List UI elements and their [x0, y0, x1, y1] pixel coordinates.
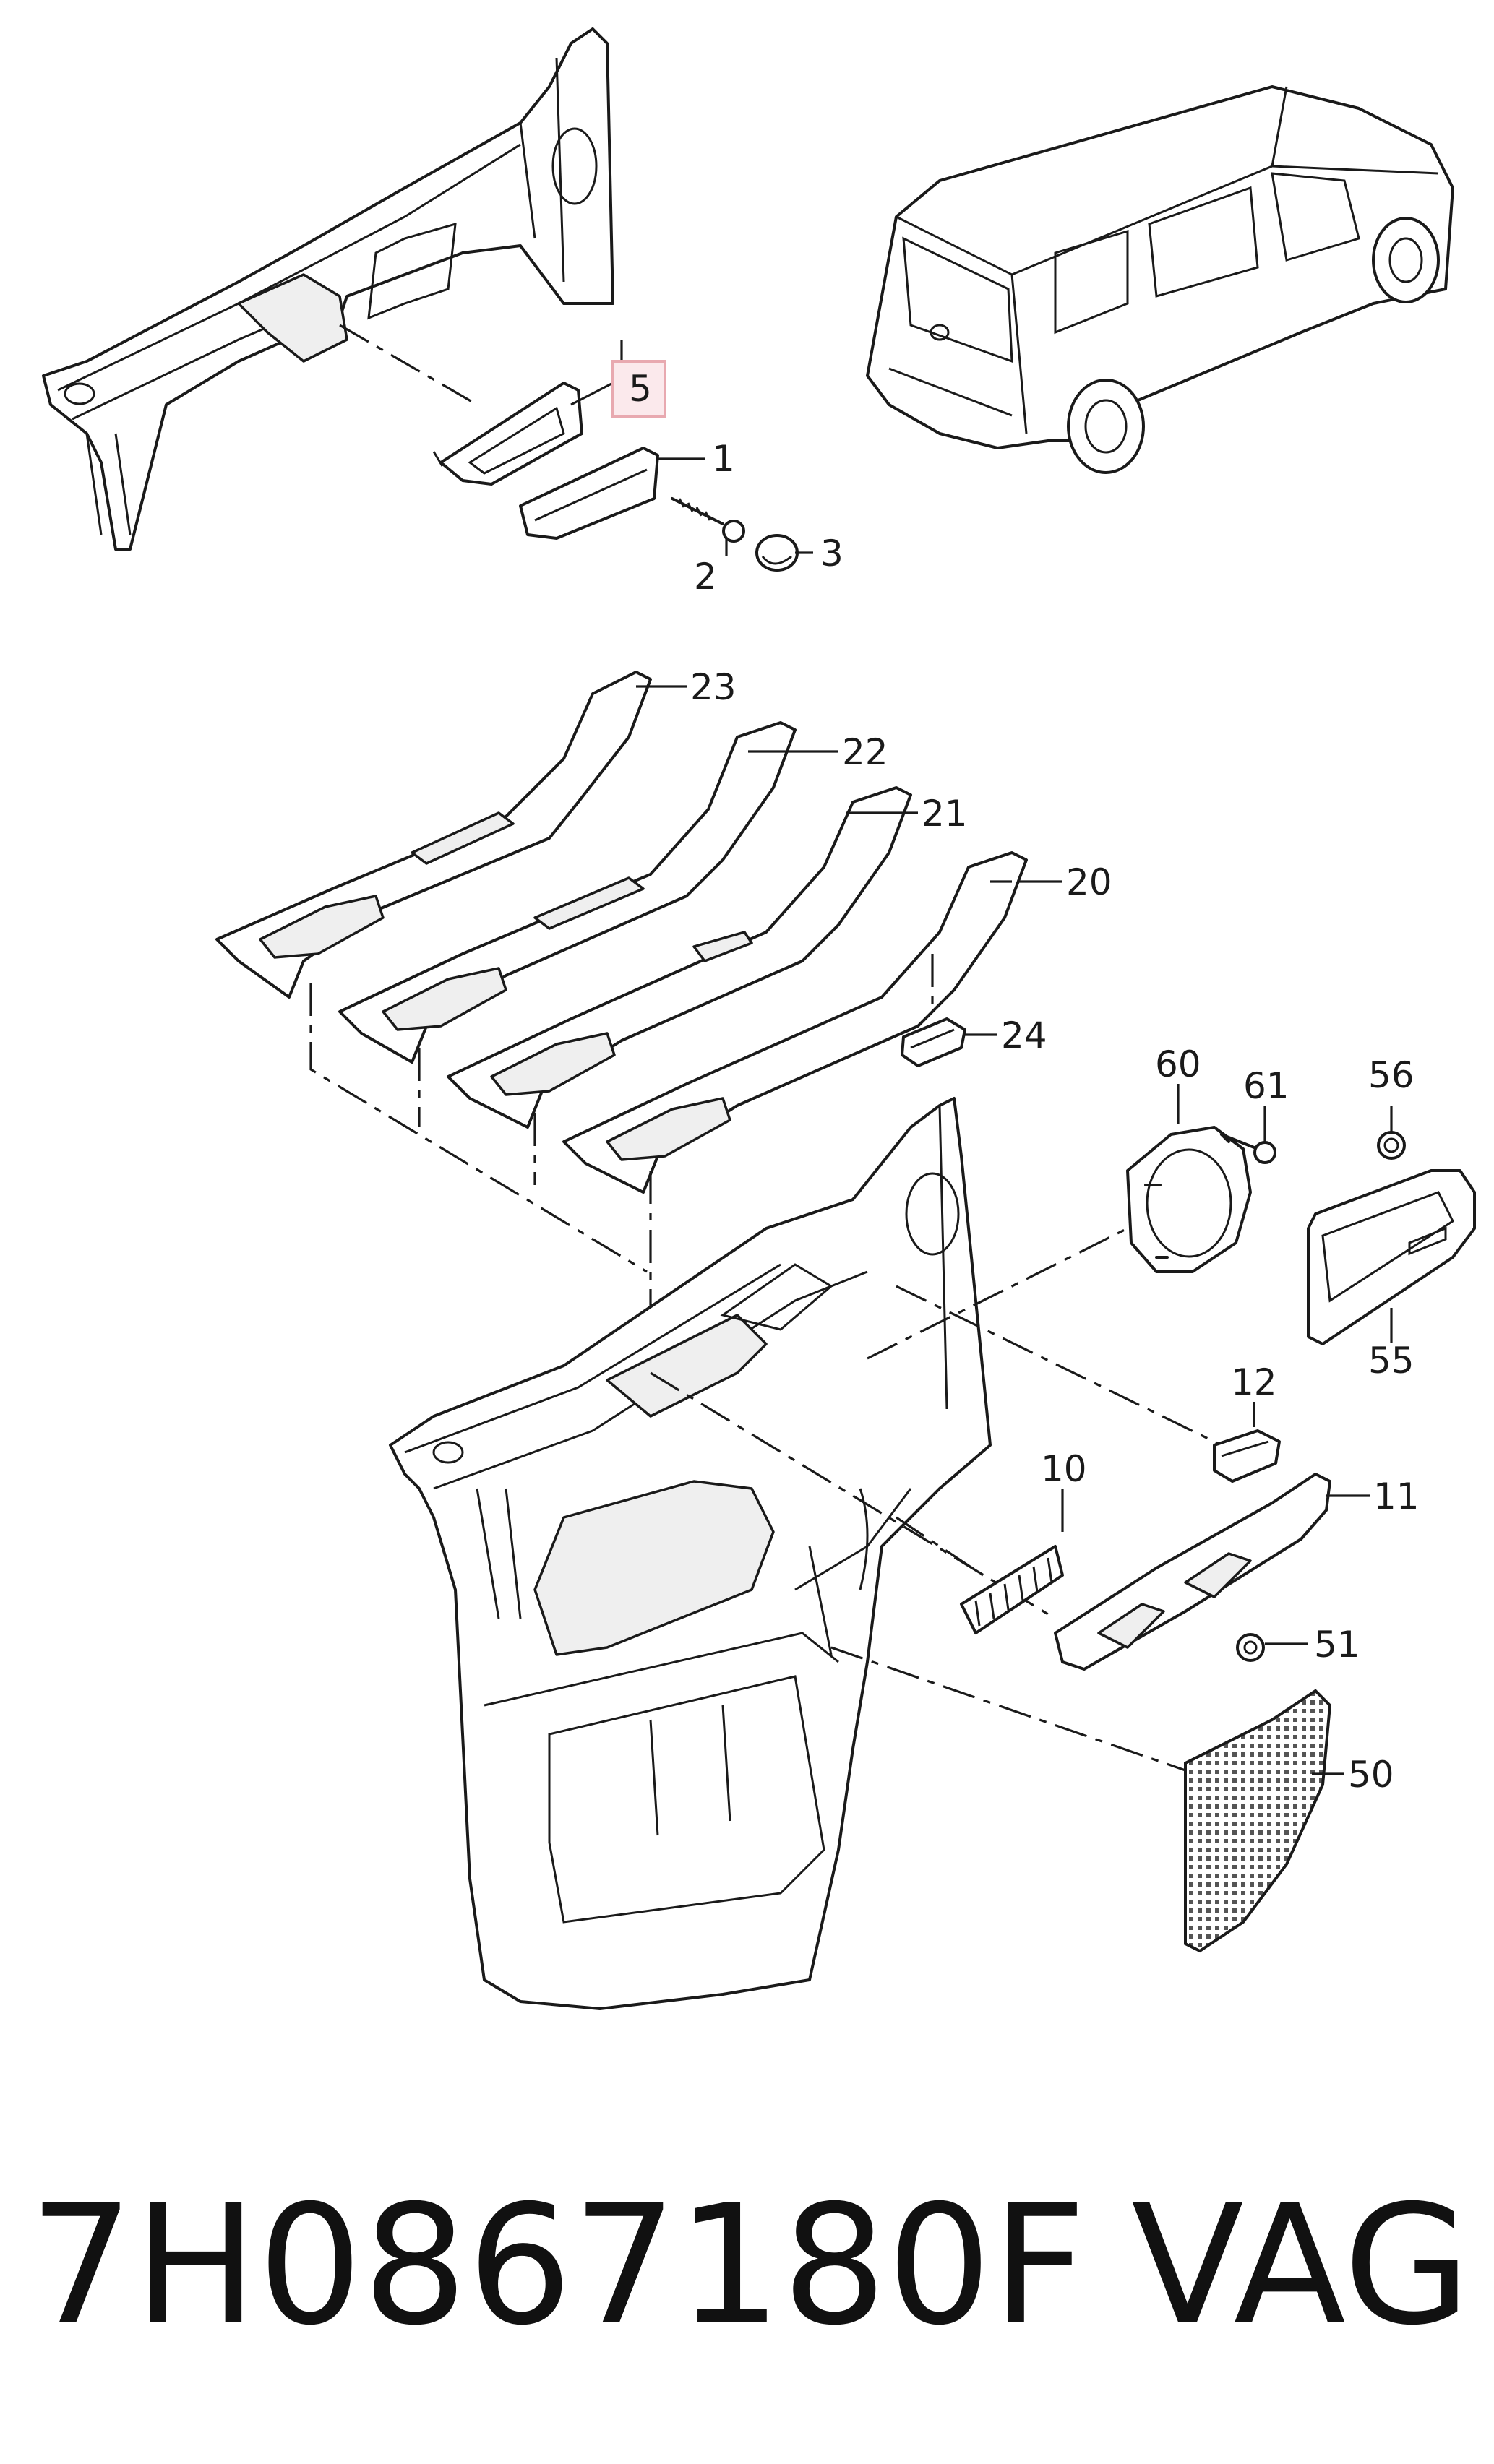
- callout-2: 2: [694, 556, 717, 598]
- callout-5: 5: [629, 368, 652, 410]
- callout-61: 61: [1243, 1065, 1289, 1107]
- callout-21: 21: [922, 793, 968, 835]
- part-11-pull-handle-trim: [1054, 1473, 1331, 1671]
- part-number: 7H0867180F: [29, 2169, 1087, 2361]
- armrest-variant-23: [215, 671, 652, 999]
- part-10-vent-grille: [960, 1545, 1064, 1634]
- callout-labels: 5 1 2 3 23 22 21 20 24 60 61 56 55 12 10…: [629, 368, 1420, 1796]
- part-2-screw: [671, 497, 745, 543]
- armrest-variant-20: [562, 851, 1028, 1194]
- main-door-trim-panel: [389, 1097, 992, 2010]
- part-24-clip: [901, 1017, 966, 1067]
- part-51-grommet: [1236, 1633, 1265, 1662]
- highlight-box-part-5: [611, 360, 666, 418]
- footer-part-info: 7H0867180F VAG: [29, 2157, 1471, 2374]
- part-60-speaker-ring: [1126, 1126, 1252, 1273]
- callout-56: 56: [1368, 1054, 1414, 1096]
- vehicle-overview-van: [866, 85, 1454, 474]
- callout-1: 1: [712, 438, 735, 480]
- callout-3: 3: [820, 533, 843, 574]
- armrest-variant-21: [447, 786, 912, 1129]
- callout-23: 23: [690, 666, 737, 708]
- part-50-speaker-mesh: [1184, 1689, 1332, 1953]
- armrest-variant-22: [338, 721, 797, 1064]
- part-55-cover-plate: [1307, 1169, 1476, 1345]
- part-56-grommet: [1377, 1131, 1406, 1160]
- callout-11: 11: [1373, 1476, 1420, 1517]
- callout-12: 12: [1231, 1361, 1277, 1403]
- detail-door-trim-corner: [42, 27, 614, 551]
- callout-22: 22: [842, 731, 888, 773]
- callout-60: 60: [1155, 1043, 1201, 1085]
- callout-24: 24: [1001, 1015, 1047, 1056]
- part-12-clip: [1213, 1429, 1281, 1483]
- callout-20: 20: [1066, 861, 1112, 903]
- brand-label: VAG: [1131, 2169, 1472, 2361]
- callout-55: 55: [1368, 1340, 1414, 1382]
- part-61-nut: [1220, 1133, 1276, 1164]
- callout-50: 50: [1348, 1754, 1394, 1796]
- part-5-grab-handle: [432, 382, 583, 486]
- part-1-cover-strip: [519, 447, 659, 540]
- callout-51: 51: [1314, 1624, 1360, 1666]
- part-3-cap: [755, 534, 799, 572]
- callout-10: 10: [1041, 1448, 1087, 1490]
